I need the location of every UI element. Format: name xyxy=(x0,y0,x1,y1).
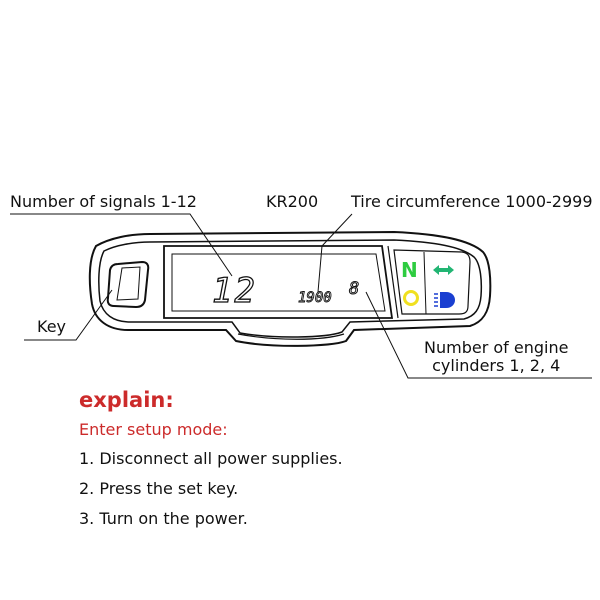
key-button-icon[interactable] xyxy=(106,260,150,309)
lcd-screen xyxy=(171,253,386,312)
tire-circumference-label: Tire circumference 1000-2999 xyxy=(351,192,593,211)
indicator-panel-outline xyxy=(393,249,471,315)
neutral-indicator-icon: N xyxy=(401,258,418,282)
cylinders-label-line2: cylinders 1, 2, 4 xyxy=(432,356,561,375)
setup-step: 3. Turn on the power. xyxy=(79,509,248,528)
tire-digits: 1900 xyxy=(298,290,332,306)
explain-subtitle: Enter setup mode: xyxy=(79,420,228,439)
oil-indicator-icon xyxy=(403,290,419,306)
high-beam-icon xyxy=(434,292,455,308)
leader-tire xyxy=(317,213,353,293)
setup-step: 2. Press the set key. xyxy=(79,479,239,498)
key-label: Key xyxy=(37,317,67,336)
explain-title: explain: xyxy=(79,388,174,412)
setup-steps-list: 1. Disconnect all power supplies. 2. Pre… xyxy=(79,450,343,540)
key-button-inner xyxy=(116,266,141,301)
cylinders-label-line1: Number of engine xyxy=(424,338,569,357)
leader-signals xyxy=(10,213,233,277)
cylinders-label: Number of engine cylinders 1, 2, 4 xyxy=(424,339,568,375)
model-label: KR200 xyxy=(266,192,319,211)
leader-key xyxy=(24,289,113,341)
indicator-panel-divider xyxy=(387,245,399,319)
cylinder-digit: 8 xyxy=(349,279,359,299)
signals-digits: 12 xyxy=(212,271,257,311)
dashboard-inner-rim xyxy=(98,239,483,338)
signals-label: Number of signals 1-12 xyxy=(10,192,197,211)
turn-signal-icon xyxy=(433,265,454,275)
leader-cylinders xyxy=(365,291,592,379)
setup-step: 1. Disconnect all power supplies. xyxy=(79,449,343,468)
indicator-panel-midline xyxy=(423,251,427,315)
dashboard-bottom-lip xyxy=(237,333,345,340)
